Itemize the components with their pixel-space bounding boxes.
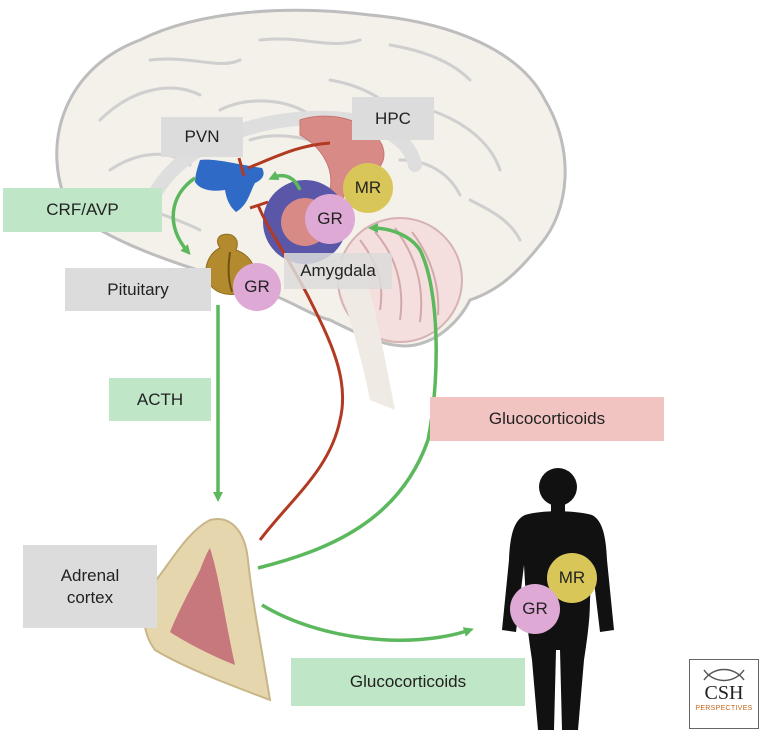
amygdala-label-text: Amygdala	[300, 261, 376, 281]
acth-label-text: ACTH	[136, 389, 184, 409]
gr-receptor-pituitary: GR	[233, 263, 281, 311]
negative-feedback-lines	[237, 141, 345, 541]
logo-subtext: PERSPECTIVES	[695, 705, 753, 712]
csh-perspectives-logo: CSH PERSPECTIVES	[689, 659, 759, 729]
gr-receptor-amygdala: GR	[305, 194, 355, 244]
dna-helix-icon	[703, 668, 745, 682]
glucocorticoids-upper-label: Glucocorticoids	[430, 397, 664, 441]
logo-text: CSH	[704, 682, 744, 704]
gr-receptor-pituitary-text: GR	[244, 277, 270, 296]
mr-receptor-hpc-text: MR	[354, 178, 382, 197]
adrenal-cortex-label: Adrenal cortex	[23, 545, 157, 628]
pvn-label-text: PVN	[184, 127, 220, 147]
pituitary-label-text: Pituitary	[107, 279, 169, 299]
pvn-label: PVN	[161, 117, 243, 157]
hpc-label: HPC	[352, 97, 434, 140]
mr-receptor-hpc: MR	[343, 163, 393, 213]
pituitary-label: Pituitary	[65, 268, 211, 311]
crf-avp-label-text: CRF/AVP	[46, 200, 119, 220]
glucocorticoids-upper-label-text: Glucocorticoids	[488, 409, 606, 429]
gr-receptor-body-text: GR	[522, 599, 548, 618]
glucocorticoids-lower-label-text: Glucocorticoids	[349, 672, 467, 692]
glucocorticoids-lower-label: Glucocorticoids	[291, 658, 525, 706]
adrenal-cortex-label-text: Adrenal cortex	[60, 566, 120, 607]
gr-receptor-body: GR	[510, 584, 560, 634]
hpc-label-text: HPC	[375, 108, 411, 128]
gr-receptor-amygdala-text: GR	[317, 209, 343, 228]
pvn-nucleus	[195, 159, 264, 212]
acth-label: ACTH	[109, 378, 211, 421]
mr-receptor-body-text: MR	[558, 568, 586, 587]
brain-gyri	[98, 37, 522, 242]
adrenal-gland	[143, 518, 272, 702]
brainstem	[330, 260, 395, 410]
amygdala-label: Amygdala	[284, 253, 392, 289]
crf-avp-label: CRF/AVP	[3, 188, 162, 232]
